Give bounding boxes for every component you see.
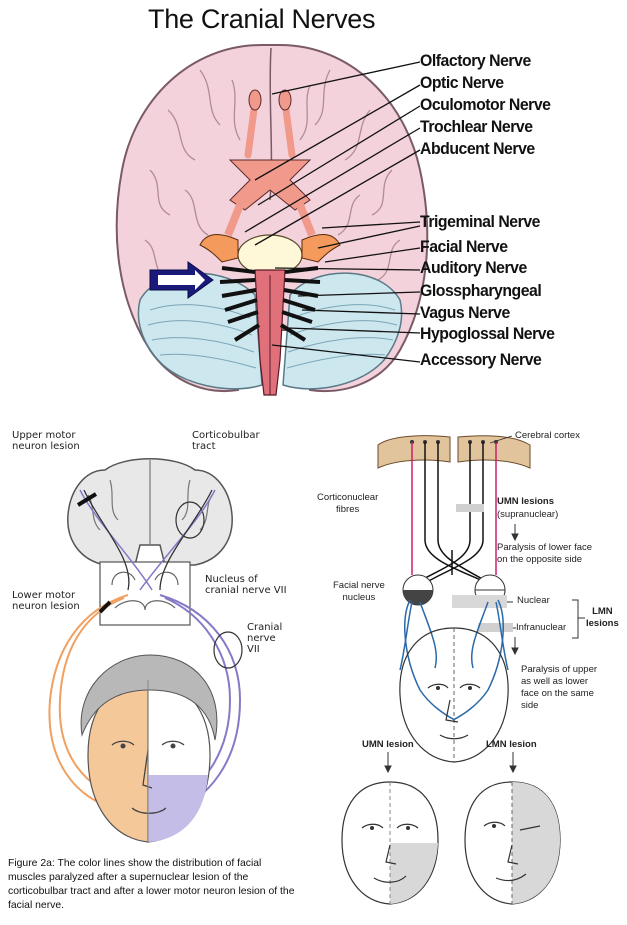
cortex-left [377, 435, 451, 469]
corticobulbar-circle [175, 501, 205, 539]
label-auditory-nerve: Auditory Nerve [420, 258, 527, 277]
label-trochlear-nerve: Trochlear Nerve [420, 117, 533, 136]
gyri [144, 69, 401, 281]
label-infranuclear: Infranuclear [516, 622, 567, 633]
label-trigeminal-nerve: Trigeminal Nerve [420, 212, 540, 231]
brain-illustration [115, 44, 429, 396]
optic-chiasm [228, 159, 312, 211]
leader-lines [244, 61, 421, 363]
label-umn-lesions: UMN lesions [497, 496, 555, 507]
pons-box [99, 561, 191, 626]
label-olfactory-nerve: Olfactory Nerve [420, 51, 531, 70]
label-glosspharyngeal: Glosspharyngeal [420, 281, 542, 300]
face-lower-purple [148, 775, 208, 842]
label-hypoglossal-nerve: Hypoglossal Nerve [420, 324, 555, 343]
umn-lmn-figure [341, 435, 585, 905]
label-vagus-nerve: Vagus Nerve [420, 303, 510, 322]
label-facial-nerve: Facial Nerve [420, 237, 508, 256]
label-optic-nerve: Optic Nerve [420, 73, 504, 92]
trigeminal-left [199, 234, 239, 263]
olfactory-tracts [244, 98, 296, 159]
cranial-nerve-circle [213, 631, 243, 669]
trigeminal-right [301, 234, 341, 263]
label-lmn-lesion: LMN lesion [486, 739, 537, 750]
page-title: The Cranial Nerves [148, 4, 376, 34]
label-nuclear: Nuclear [517, 595, 550, 606]
label-supranuclear: (supranuclear) [497, 509, 559, 520]
facial-pathway-figure [48, 458, 243, 843]
cranial-nerve-roots [219, 266, 321, 342]
figure-caption: Figure 2a: The color lines show the dist… [8, 858, 295, 911]
label-accessory-nerve: Accessory Nerve [420, 350, 542, 369]
cerebellum-right [282, 272, 403, 390]
cortex-right [457, 435, 531, 469]
label-cerebral-cortex: Cerebral cortex [515, 430, 580, 441]
pons [237, 234, 303, 276]
label-abducent-nerve: Abducent Nerve [420, 139, 535, 158]
hair [80, 654, 218, 741]
label-oculomotor-nerve: Oculomotor Nerve [420, 95, 551, 114]
label-umn-lesion: UMN lesion [362, 739, 414, 750]
